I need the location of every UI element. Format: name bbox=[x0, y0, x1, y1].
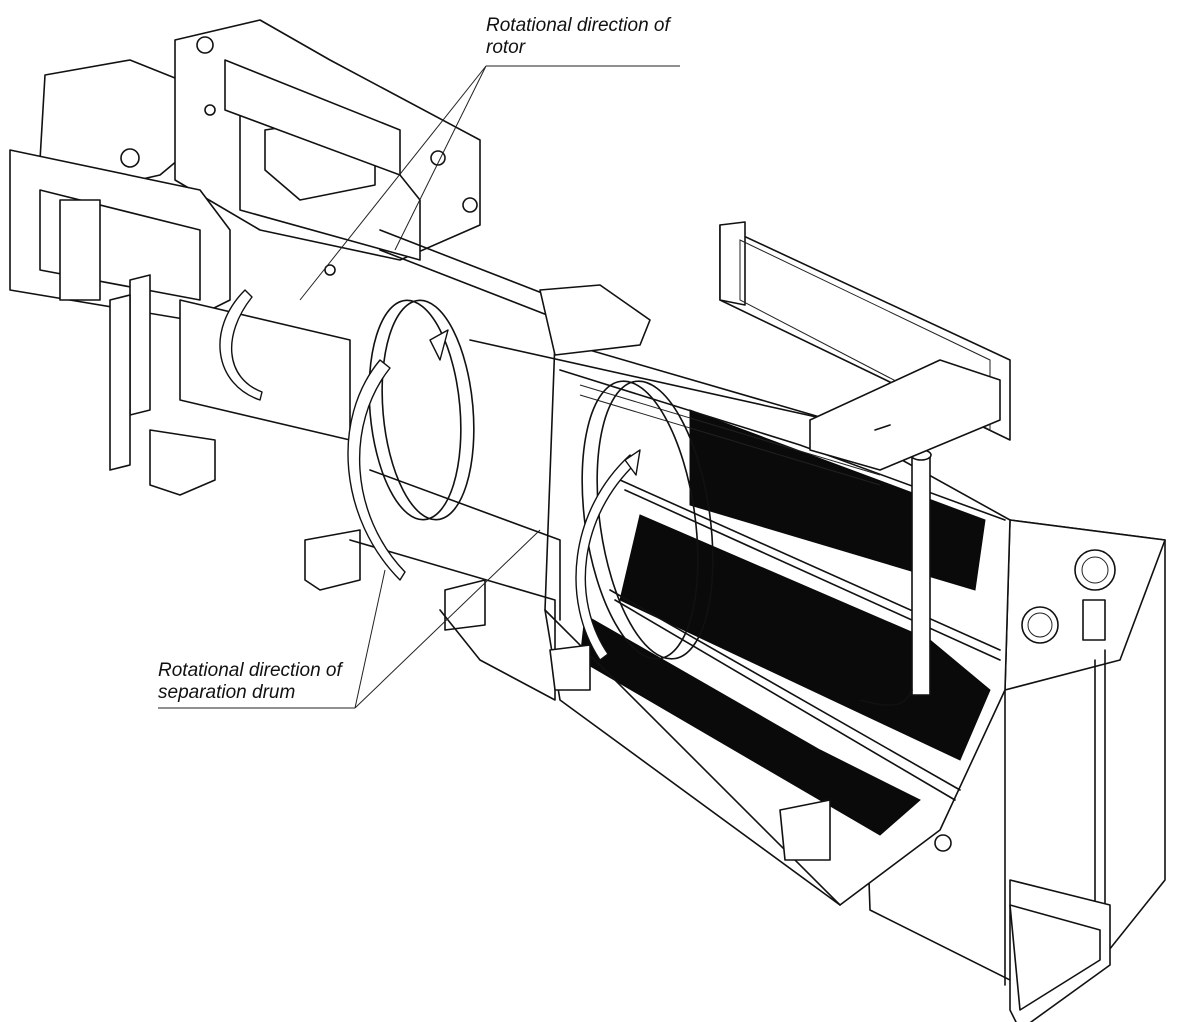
rotor-rotation-arrow bbox=[219, 289, 449, 581]
annotation-rotor-line1: Rotational direction of bbox=[486, 15, 670, 36]
rotor-ring bbox=[368, 299, 475, 521]
drum-rotation-arrow bbox=[575, 449, 641, 661]
drive-assembly bbox=[9, 19, 486, 631]
annotation-rotor-line2: rotor bbox=[486, 37, 526, 58]
annotation-drum-line1: Rotational direction of bbox=[158, 660, 342, 681]
annotation-rotor: Rotational direction of rotor bbox=[486, 15, 670, 59]
annotation-drum-line2: separation drum bbox=[158, 682, 296, 703]
leader-lines bbox=[158, 65, 680, 709]
base-frame bbox=[349, 229, 841, 906]
feed-pipe bbox=[809, 359, 1001, 706]
annotation-drum: Rotational direction of separation drum bbox=[158, 660, 342, 704]
